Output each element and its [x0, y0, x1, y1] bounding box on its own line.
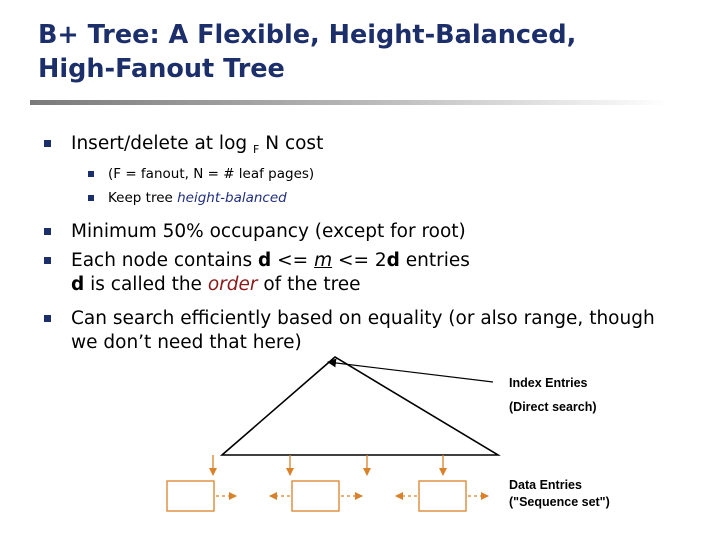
height-balanced-term: height-balanced — [177, 190, 287, 206]
bullet-marker — [44, 140, 51, 147]
index-pointer-arrow — [327, 358, 494, 383]
leaf-page-2 — [291, 480, 340, 512]
direct-search-label: (Direct search) — [509, 400, 597, 414]
leaf-page-1 — [166, 480, 215, 512]
title-underline — [30, 100, 670, 105]
order-term: order — [207, 274, 258, 295]
subscript-f: F — [253, 143, 260, 156]
slide-title: B+ Tree: A Flexible, Height-Balanced, Hi… — [38, 18, 708, 86]
index-entries-label: Index Entries — [509, 376, 588, 390]
sequence-set-label: ("Sequence set") — [509, 495, 610, 509]
bullet-marker — [88, 171, 94, 177]
bullet-marker — [44, 228, 51, 235]
data-entries-label: Data Entries — [509, 478, 582, 492]
index-triangle — [219, 356, 501, 456]
m-variable: m — [314, 250, 333, 271]
bullet-marker — [44, 257, 51, 264]
bullet-marker — [44, 315, 51, 322]
title-line-1: B+ Tree: A Flexible, Height-Balanced, — [38, 20, 577, 50]
leaf-page-3 — [418, 480, 467, 512]
bullet-marker — [88, 195, 94, 201]
title-line-2: High-Fanout Tree — [38, 54, 285, 84]
